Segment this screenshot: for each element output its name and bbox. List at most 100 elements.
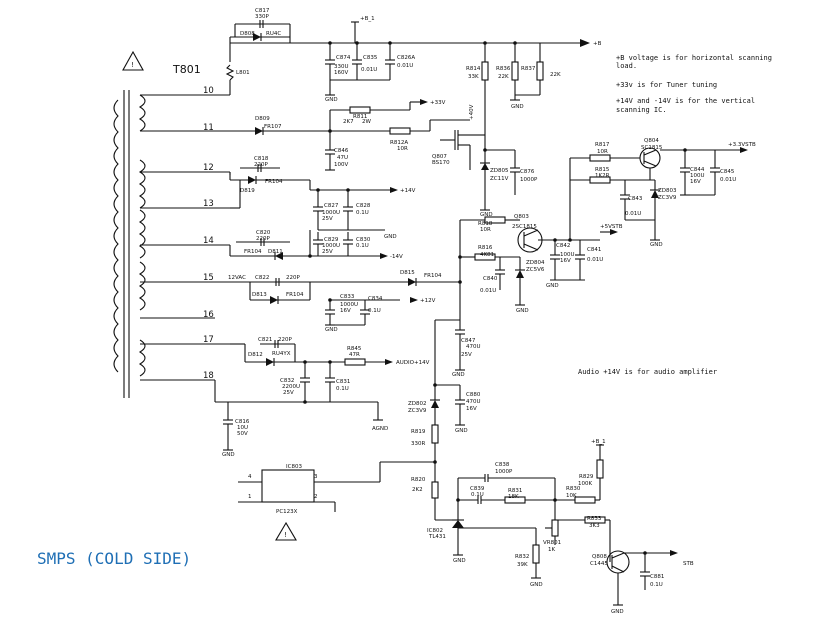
winding-15-16 [138, 261, 146, 311]
svg-text:100U: 100U [560, 252, 575, 258]
svg-text:0.01U: 0.01U [625, 211, 641, 217]
svg-text:BS170: BS170 [432, 160, 450, 166]
svg-text:0.1U: 0.1U [356, 243, 369, 249]
svg-text:47R: 47R [349, 352, 360, 358]
svg-text:D811: D811 [268, 249, 283, 255]
svg-text:C842: C842 [556, 243, 570, 249]
winding-17-18 [138, 339, 146, 377]
svg-text:39K: 39K [517, 562, 528, 568]
svg-text:C835: C835 [363, 55, 378, 61]
svg-text:220P: 220P [256, 236, 270, 242]
svg-text:GND: GND [611, 609, 624, 615]
svg-text:C839: C839 [470, 486, 485, 492]
svg-text:R836: R836 [496, 66, 511, 72]
junction-dots [303, 41, 687, 555]
svg-text:2K7: 2K7 [343, 119, 354, 125]
svg-text:1000U: 1000U [340, 302, 358, 308]
svg-text:IC802: IC802 [427, 528, 443, 534]
svg-text:0.1U: 0.1U [650, 582, 663, 588]
primary-winding [113, 99, 119, 373]
svg-text:C876: C876 [520, 169, 535, 175]
svg-text:TL431: TL431 [428, 534, 446, 540]
note-line: scanning IC. [616, 106, 667, 114]
svg-text:R812A: R812A [390, 140, 408, 146]
svg-text:R837: R837 [521, 66, 536, 72]
svg-text:100U: 100U [690, 173, 705, 179]
svg-text:C828: C828 [356, 203, 371, 209]
svg-text:C827: C827 [324, 203, 339, 209]
svg-text:GND: GND [546, 283, 559, 289]
svg-text:C845: C845 [720, 169, 735, 175]
svg-text:R819: R819 [411, 429, 426, 435]
svg-text:C840: C840 [483, 276, 498, 282]
svg-text:R833: R833 [587, 516, 602, 522]
svg-text:C843: C843 [628, 196, 643, 202]
svg-text:0.01U: 0.01U [361, 67, 377, 73]
svg-text:GND: GND [325, 327, 338, 333]
svg-text:22K: 22K [498, 74, 509, 80]
svg-text:2SC1815: 2SC1815 [512, 224, 537, 230]
svg-text:Q807: Q807 [432, 154, 447, 160]
svg-text:D813: D813 [252, 292, 267, 298]
svg-text:12VAC: 12VAC [228, 275, 246, 281]
winding-10-11 [138, 94, 146, 132]
svg-text:GND: GND [452, 372, 465, 378]
diode-d808-icon [253, 33, 261, 41]
svg-text:16V: 16V [560, 258, 571, 264]
svg-text:C832: C832 [280, 378, 294, 384]
svg-text:4: 4 [248, 474, 252, 480]
svg-text:Q804: Q804 [644, 138, 659, 144]
svg-text:330P: 330P [255, 14, 269, 20]
v14p-rail: D819 FR104 C818 220P +14V C827 1000U 25V… [229, 156, 416, 240]
v33-rail: D809 FR107 +33V 2K7 2W R811 C846 47U 100… [230, 99, 538, 218]
svg-text:R818: R818 [478, 221, 493, 227]
svg-text:25V: 25V [283, 390, 294, 396]
svg-text:!: ! [131, 61, 134, 69]
transformer-t801: T801 10 11 12 13 14 15 16 17 18 [113, 63, 230, 398]
svg-text:2W: 2W [362, 119, 371, 125]
svg-text:10K: 10K [566, 493, 577, 499]
svg-text:1000P: 1000P [495, 469, 513, 475]
svg-text:10R: 10R [480, 227, 491, 233]
feedback-loop: IC803 PC123X 4 1 2 3 R820 2K2 GND IC802 … [238, 439, 694, 615]
svg-text:10R: 10R [397, 146, 408, 152]
svg-text:GND: GND [516, 308, 529, 314]
svg-text:ZC11V: ZC11V [490, 176, 509, 182]
warning-icon: ! [122, 50, 144, 71]
svg-text:0.01U: 0.01U [720, 177, 736, 183]
transformer-label: T801 [172, 63, 201, 76]
svg-text:+14V: +14V [400, 188, 416, 194]
svg-text:R845: R845 [347, 346, 362, 352]
svg-text:C834: C834 [368, 296, 383, 302]
pin-15: 15 [203, 273, 214, 283]
pin-18: 18 [203, 371, 214, 381]
svg-text:+33V: +33V [430, 100, 446, 106]
v12-rail: 12VAC D813 FR104 C822 220P D815 FR104 +1… [228, 270, 442, 333]
svg-text:C817: C817 [255, 8, 270, 14]
svg-text:+5VSTB: +5VSTB [600, 224, 623, 230]
svg-text:ZD804: ZD804 [526, 260, 545, 266]
svg-text:C831: C831 [336, 379, 350, 385]
svg-text:4K81: 4K81 [480, 252, 494, 258]
warning-icon: ! [275, 521, 297, 541]
svg-text:+3.3VSTB: +3.3VSTB [728, 142, 756, 148]
svg-text:1000P: 1000P [520, 177, 538, 183]
svg-text:C847: C847 [461, 338, 476, 344]
svg-text:1000U: 1000U [322, 210, 340, 216]
svg-text:220P: 220P [254, 162, 268, 168]
svg-text:1K: 1K [548, 547, 555, 553]
svg-text:L801: L801 [236, 70, 250, 76]
audio-and-feedback: GND C847 470U 25V ZD802 ZC3V9 GND C880 4… [408, 282, 481, 470]
note-line: Audio +14V is for audio amplifier [578, 368, 717, 376]
svg-text:C841: C841 [587, 247, 601, 253]
svg-text:470U: 470U [466, 344, 481, 350]
svg-text:GND: GND [455, 428, 468, 434]
svg-text:GND: GND [650, 242, 663, 248]
svg-text:ZC3V9: ZC3V9 [658, 195, 677, 201]
svg-text:R832: R832 [515, 554, 529, 560]
svg-text:1K2R: 1K2R [595, 173, 610, 179]
svg-text:FR104: FR104 [424, 273, 442, 279]
svg-text:25V: 25V [322, 249, 333, 255]
svg-text:-14V: -14V [390, 254, 403, 260]
